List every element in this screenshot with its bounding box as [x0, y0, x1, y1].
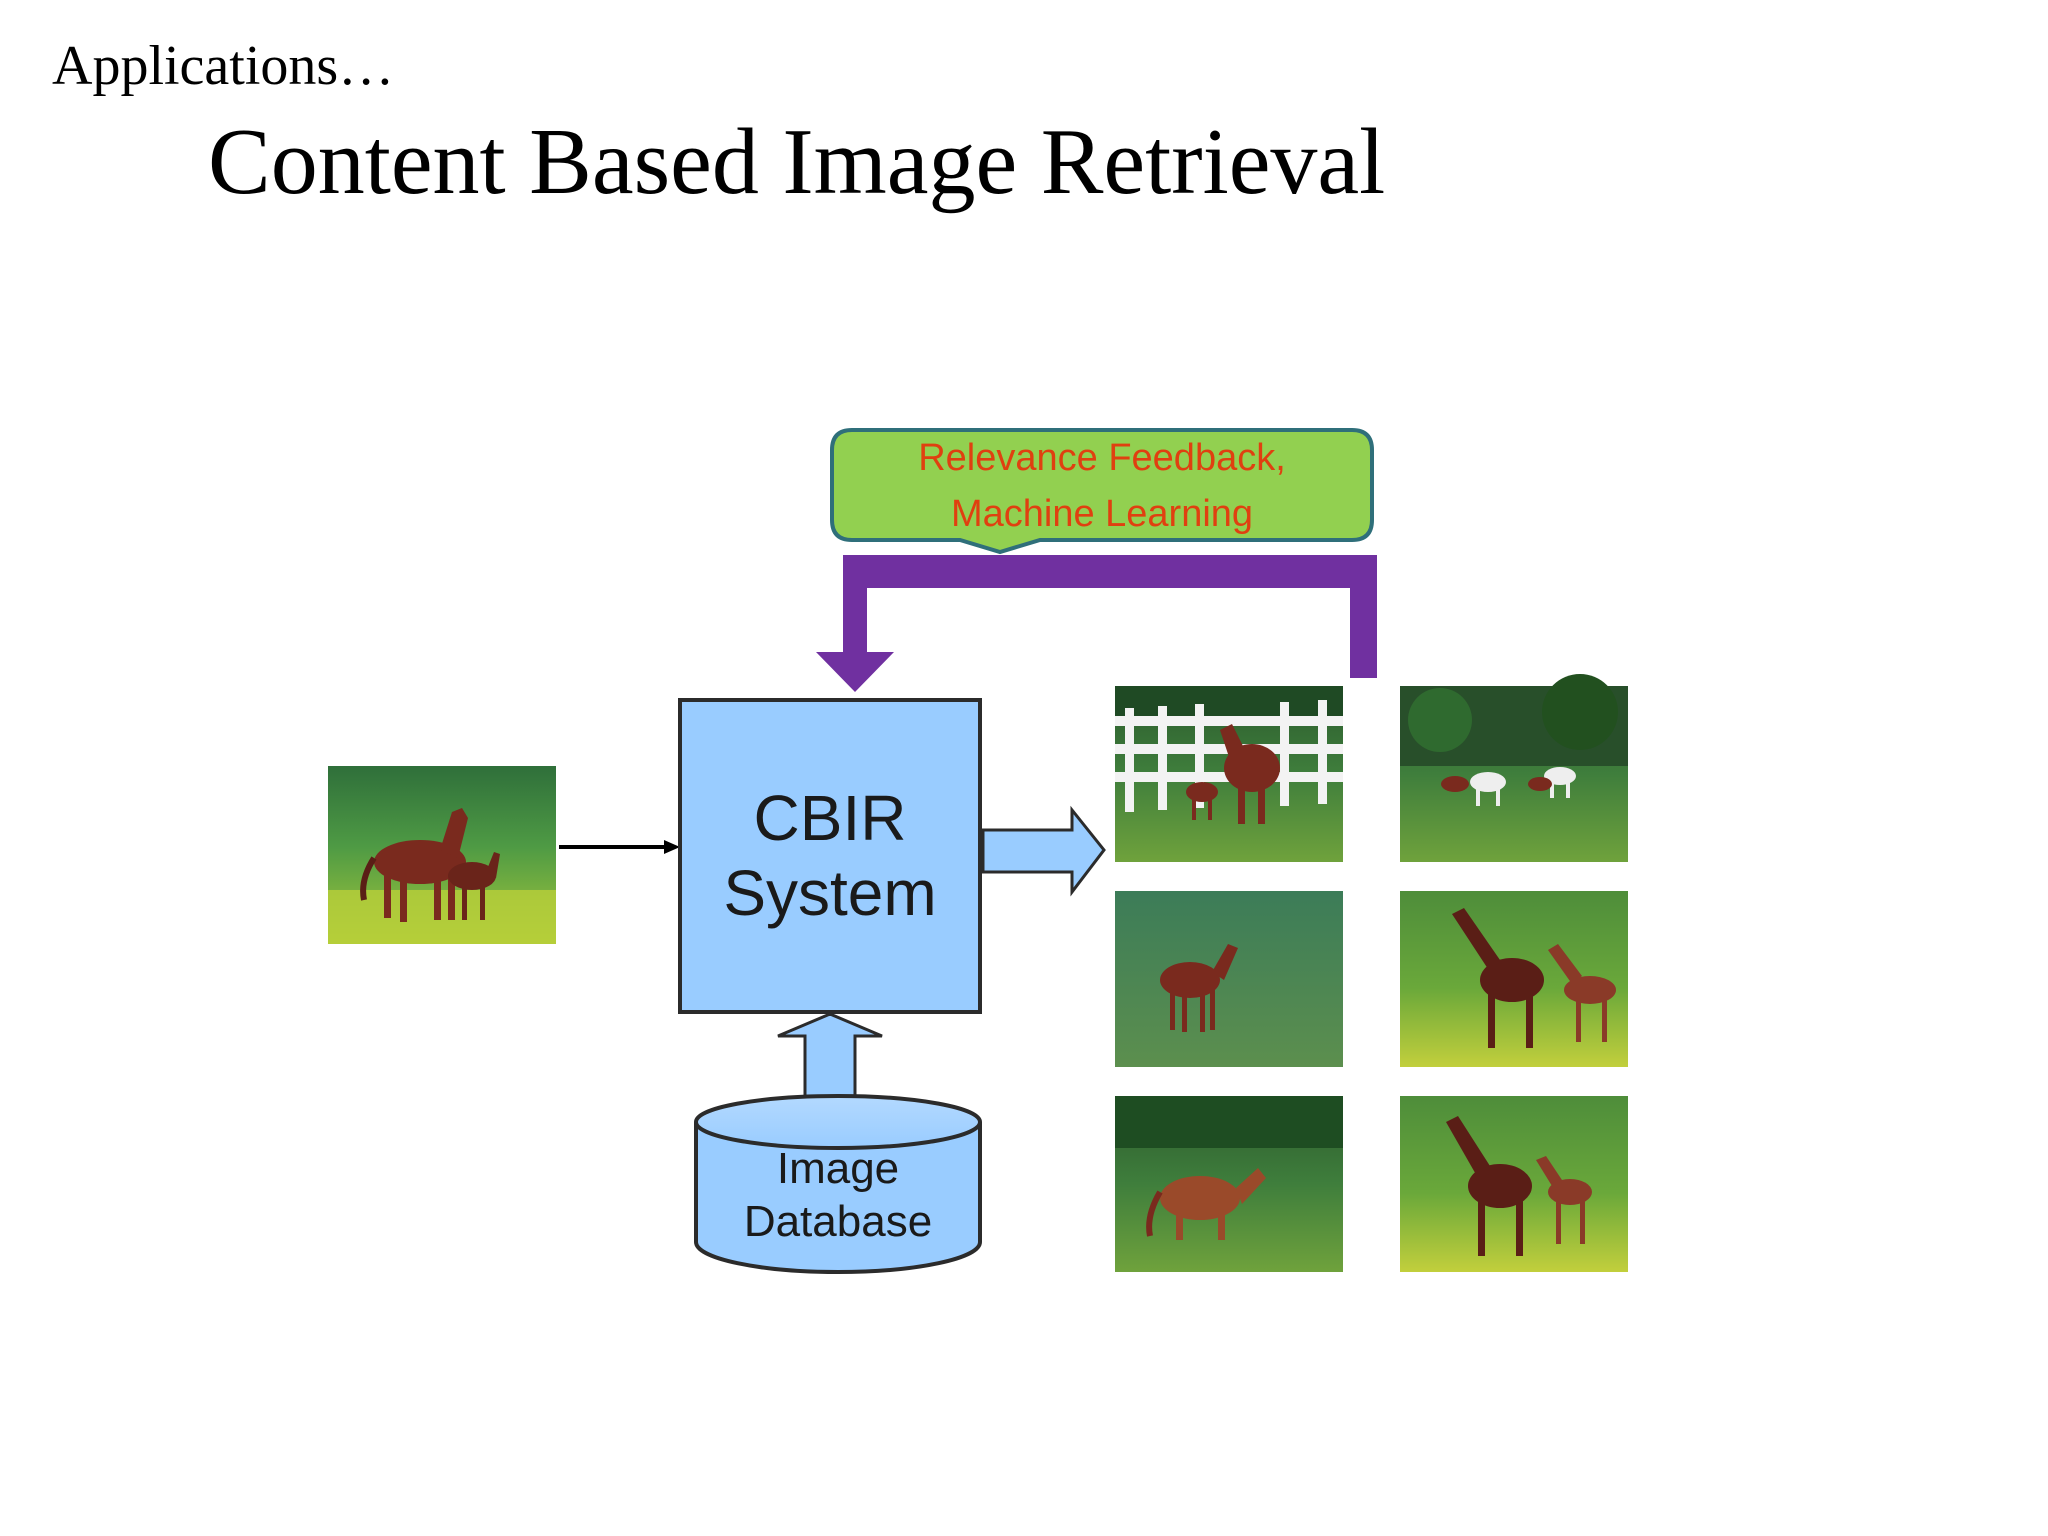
- cbir-to-results-arrow: [981, 805, 1106, 897]
- cbir-box-line1: CBIR: [754, 782, 907, 854]
- query-horse-image: [328, 766, 556, 944]
- result-white-horses-image: [1400, 674, 1628, 862]
- result-foal-image: [1115, 891, 1343, 1067]
- feedback-box: Relevance Feedback, Machine Learning: [830, 428, 1374, 555]
- result-horse-fence-image: [1115, 686, 1343, 862]
- cbir-box-line2: System: [723, 857, 936, 929]
- result-mare-foal-image: [1400, 891, 1628, 1067]
- database-line2: Database: [744, 1197, 932, 1246]
- feedback-box-line2: Machine Learning: [951, 493, 1253, 535]
- slide-kicker: Applications…: [52, 35, 395, 97]
- query-to-cbir-arrowhead: [664, 840, 680, 854]
- database-line1: Image: [777, 1144, 899, 1193]
- feedback-loop-arrow: [816, 555, 1377, 692]
- feedback-box-shape: [830, 428, 1374, 555]
- database-to-cbir-arrow: [777, 1012, 883, 1100]
- feedback-box-line1: Relevance Feedback,: [918, 437, 1286, 479]
- image-database-cylinder: Image Database: [694, 1094, 982, 1274]
- slide-title: Content Based Image Retrieval: [208, 110, 1386, 214]
- result-running-horses-image: [1115, 1096, 1343, 1272]
- cbir-system-box: CBIR System: [678, 698, 982, 1014]
- result-mare-foal-field-image: [1400, 1096, 1628, 1272]
